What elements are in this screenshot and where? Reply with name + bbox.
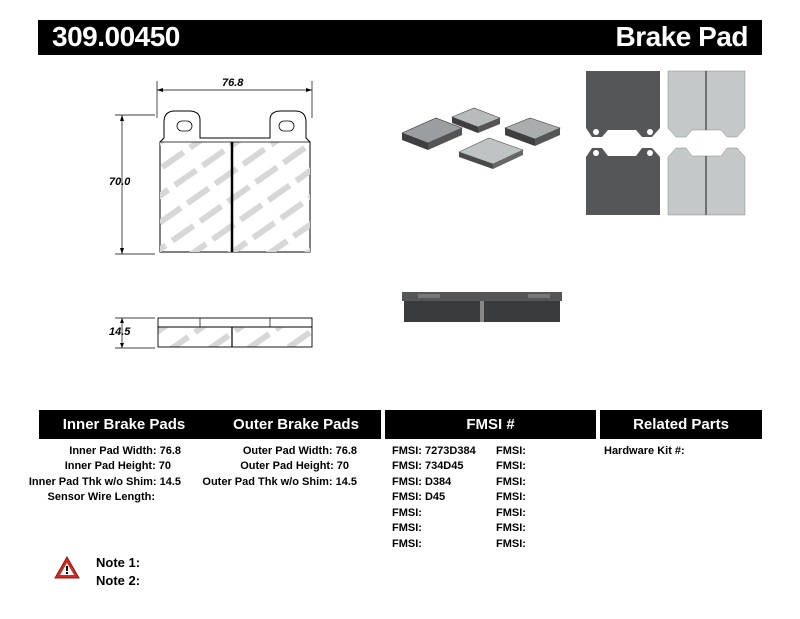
fmsi-item: FMSI: — [392, 507, 422, 519]
inner-specs-header: Inner Brake Pads Specs — [62, 416, 186, 462]
part-number: 309.00450 — [52, 21, 180, 52]
thickness-dimension — [115, 317, 155, 349]
backing-plate-photo-top — [586, 71, 660, 137]
height-dimension-label: 70.0 — [109, 176, 131, 188]
pad-set-isometric-photo — [401, 107, 561, 169]
fmsi-item: FMSI: — [496, 538, 526, 550]
fmsi-item: FMSI: — [496, 507, 526, 519]
thickness-dimension-label: 14.5 — [109, 326, 131, 338]
friction-pad-photo-top — [667, 70, 746, 138]
pad-side-profile-photo — [402, 292, 562, 322]
fmsi-item: FMSI: — [496, 476, 526, 488]
warning-icon — [54, 555, 80, 579]
fmsi-item: FMSI: — [392, 522, 422, 534]
fmsi-item: FMSI: — [496, 522, 526, 534]
fmsi-item: FMSI:734D45 — [392, 460, 464, 472]
hardware-kit-row: Hardware Kit #: — [604, 445, 685, 457]
technical-drawing — [115, 70, 746, 349]
fmsi-item: FMSI: — [496, 491, 526, 503]
fmsi-item: FMSI: — [392, 538, 422, 550]
height-dimension — [115, 114, 155, 255]
width-dimension-label: 76.8 — [222, 77, 244, 89]
fmsi-item: FMSI:D45 — [392, 491, 446, 503]
fmsi-item: FMSI:D384 — [392, 476, 452, 488]
width-dimension — [156, 81, 313, 118]
outer-specs-header: Outer Brake Pads Specs — [233, 416, 359, 462]
pad-side-view — [157, 317, 313, 348]
outer-pad-width-row: Outer Pad Width:76.8 — [242, 445, 357, 457]
pad-front-outline — [159, 110, 311, 253]
inner-pad-thickness-row: Inner Pad Thk w/o Shim:14.5 — [28, 476, 181, 488]
product-type: Brake Pad — [615, 21, 749, 52]
outer-pad-thickness-row: Outer Pad Thk w/o Shim:14.5 — [202, 476, 357, 488]
outer-pad-height-row: Outer Pad Height:70 — [240, 460, 349, 472]
note-2: Note 2: — [96, 573, 141, 588]
fmsi-item: FMSI:7273D384 — [392, 445, 476, 457]
backing-plate-photo-bottom — [586, 148, 660, 215]
specs-header-bar — [39, 410, 381, 439]
fmsi-item: FMSI: — [496, 445, 526, 457]
inner-pad-height-row: Inner Pad Height:70 — [64, 460, 171, 472]
friction-pad-photo-bottom — [667, 147, 746, 216]
fmsi-item: FMSI: — [496, 460, 526, 472]
note-1: Note 1: — [96, 555, 141, 570]
inner-pad-width-row: Inner Pad Width:76.8 — [69, 445, 181, 457]
sensor-wire-length-row: Sensor Wire Length: — [47, 491, 155, 503]
header-bar: 309.00450 Brake Pad — [38, 20, 762, 55]
related-parts-header: Related Parts — [600, 410, 762, 439]
fmsi-header: FMSI # — [385, 410, 596, 439]
